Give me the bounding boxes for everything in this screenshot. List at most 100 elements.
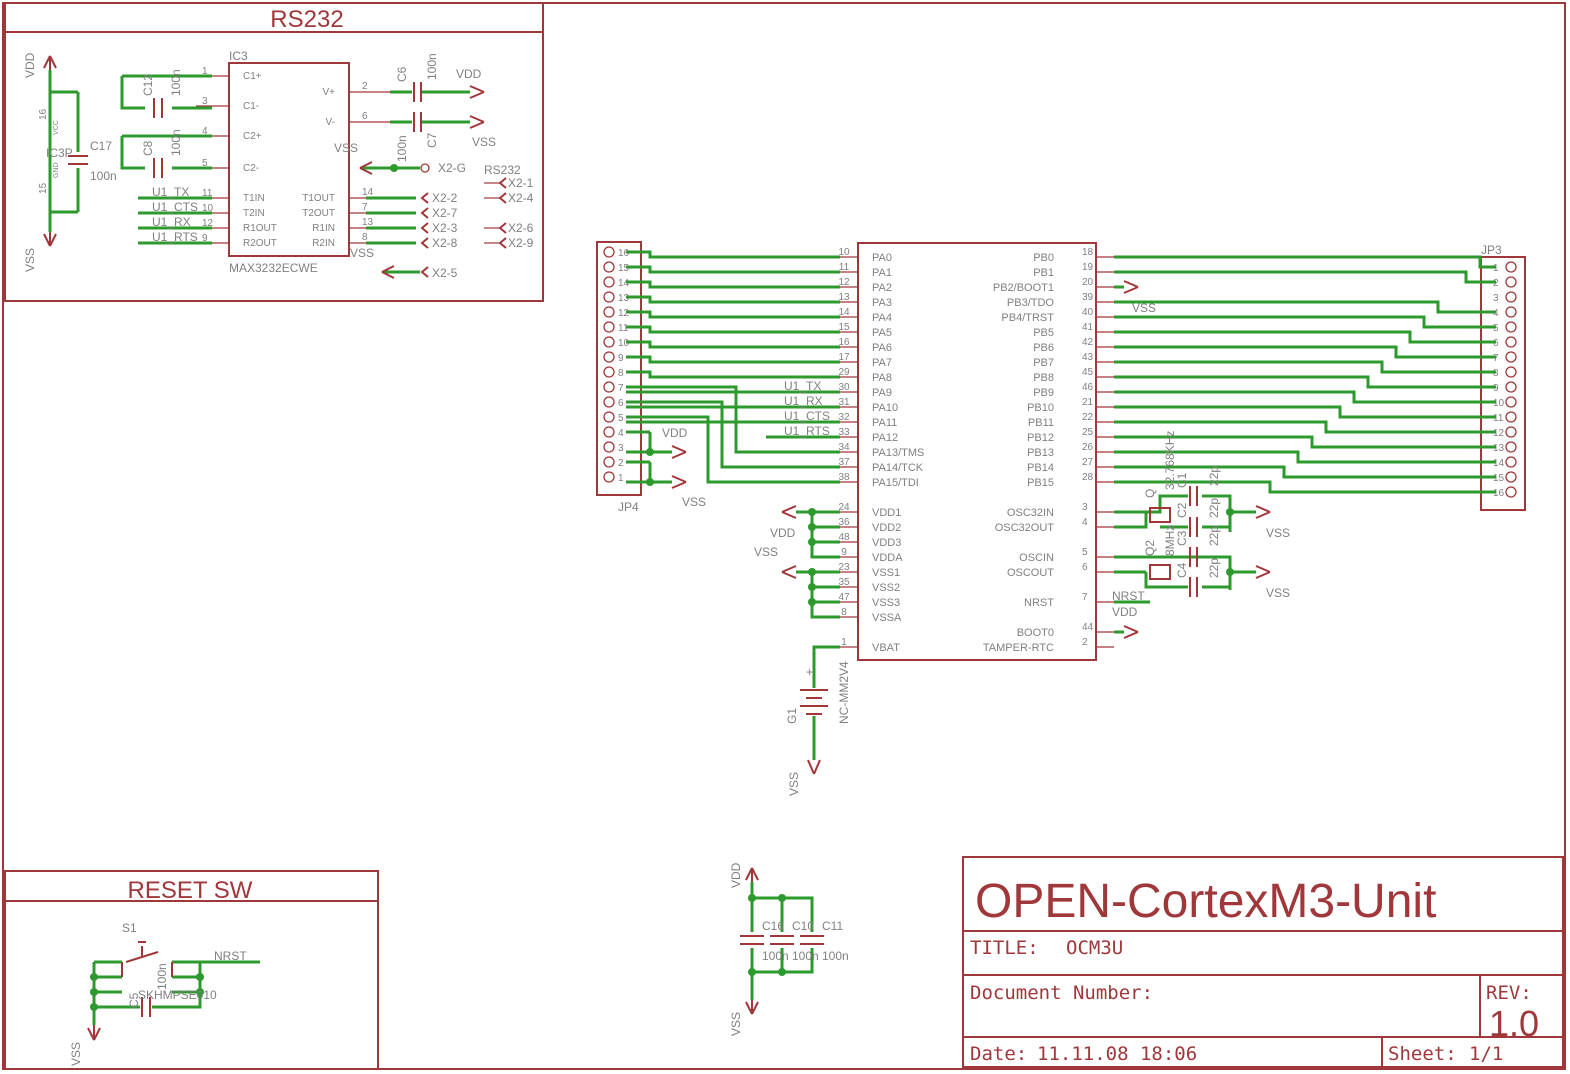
ic3p-ref: IC3P (46, 146, 73, 160)
decoup-vdd-label: VDD (729, 862, 743, 888)
mcu-pin-name: PA12 (872, 432, 898, 444)
mcu-pin-name: VSS3 (872, 597, 900, 609)
jp4-vdd-label: VDD (662, 426, 688, 440)
ic3-vss-label-2: VSS (350, 246, 374, 260)
jp4-pin-number: 7 (618, 383, 624, 394)
rs232-connector-label: RS232 (484, 163, 521, 177)
mcu-pin-name: PA4 (872, 312, 892, 324)
jp4-pin-hole (603, 456, 615, 468)
jp3-pin-hole (1505, 471, 1517, 483)
jp4-pin-hole (603, 321, 615, 333)
x2-pin-marker (498, 237, 507, 249)
mcu-pin-number: 19 (1082, 262, 1094, 273)
decoupling-caps: VDD VSS C16 C10 C11 100n 100n 100n (729, 862, 849, 1036)
s1-ref: S1 (122, 921, 137, 935)
battery-ref: G1 (785, 708, 799, 724)
rs232-section: RS232 (4, 2, 544, 302)
mcu-pin-number: 7 (1082, 592, 1088, 603)
ic3-pin-number: 12 (202, 218, 214, 229)
mcu-nrst-net: NRST (1112, 589, 1145, 603)
jp3-pin-number: 16 (1493, 488, 1505, 499)
jp4-pin-number: 13 (618, 293, 630, 304)
net-pb (1114, 330, 1496, 344)
net-pb (1114, 435, 1496, 449)
net-pa (626, 310, 840, 319)
ic3-pin-number: 4 (202, 126, 208, 137)
title-label: TITLE: (970, 937, 1039, 959)
mcu-pin-number: 36 (838, 517, 850, 528)
net-u1-cts-ic3: U1_CTS (152, 200, 198, 214)
ic3p-vcc-pin: 16 (38, 108, 49, 120)
ic3-pin-number: 6 (362, 111, 368, 122)
nets-jp4-mcu (626, 250, 840, 484)
mcu-pin-name: PA1 (872, 267, 892, 279)
sheet-value: 1/1 (1469, 1043, 1503, 1065)
jp3-pin-hole (1505, 306, 1517, 318)
c1-ref: C1 (1175, 472, 1189, 488)
mcu-pin-name: PA3 (872, 297, 892, 309)
jp4-pin-number: 16 (618, 248, 630, 259)
c16-value: 100n (762, 949, 789, 963)
c17-ref: C17 (90, 139, 112, 153)
mcu-pin-name: OSCIN (1019, 552, 1054, 564)
net-u1-rts-mcu: U1_RTS (784, 424, 830, 438)
x2-connector-extra: X2-1X2-4X2-6X2-9 (484, 176, 534, 250)
jp4-pin-number: 2 (618, 458, 624, 469)
jp3-pin-hole (1505, 351, 1517, 363)
jp4-pin-number: 5 (618, 413, 624, 424)
mcu-pin-number: 35 (838, 577, 850, 588)
jp3-pin-hole (1505, 276, 1517, 288)
net-pb (1114, 315, 1496, 329)
c12-value: 100n (169, 69, 183, 96)
reset-title: RESET SW (128, 877, 253, 904)
ic3p-gnd-pin: 15 (38, 182, 49, 194)
mcu-right-pins: 18PB019PB120PB2/BOOT139PB3/TDO40PB4/TRST… (993, 247, 1114, 489)
mcu-pin-name: PA9 (872, 387, 892, 399)
mcu-pin-number: 5 (1082, 547, 1088, 558)
x2-pin-marker (420, 207, 429, 219)
mcu-pin-number: 48 (838, 532, 850, 543)
c7-ref: C7 (425, 132, 439, 148)
mcu-pin-number: 16 (838, 337, 850, 348)
mcu-pin-name: PB5 (1033, 327, 1054, 339)
mcu-pin-number: 31 (838, 397, 850, 408)
jp4-pin-number: 15 (618, 263, 630, 274)
mcu-pin-name: PB8 (1033, 372, 1054, 384)
mcu-pin-name: OSCOUT (1007, 567, 1054, 579)
mcu-uart-nets: U1_TX U1_RX U1_CTS U1_RTS (766, 379, 840, 439)
mcu-pin-name: PA13/TMS (872, 447, 924, 459)
mcu-pin-number: 42 (1082, 337, 1094, 348)
jp4-pin-number: 3 (618, 443, 624, 454)
net-pb (1114, 450, 1496, 464)
jp4-pin-hole (603, 306, 615, 318)
ic3-vss-label: VSS (334, 141, 358, 155)
mcu-pin-number: 4 (1082, 517, 1088, 528)
mcu-pin-name: OSC32IN (1007, 507, 1054, 519)
mcu-pin-name: PB12 (1027, 432, 1054, 444)
mcu-pin-name: PA6 (872, 342, 892, 354)
mcu-pin-name: PB14 (1027, 462, 1054, 474)
mcu-pin-name: VDD2 (872, 522, 901, 534)
mcu-pin-name: TAMPER-RTC (983, 642, 1054, 654)
mcu-pin-name: PB3/TDO (1007, 297, 1055, 309)
net-pa (626, 295, 840, 304)
mcu-pin-number: 33 (838, 427, 850, 438)
net-u1-tx-ic3: U1_TX (152, 185, 189, 199)
ic3p-gnd: GND (53, 162, 60, 178)
ic3-pin-name: R1IN (312, 223, 335, 234)
jp4-pin-number: 11 (618, 323, 629, 334)
ic3-pin-name: C1- (243, 101, 259, 112)
mcu-pin-name: PA0 (872, 252, 892, 264)
c1-value: 22p (1207, 466, 1221, 486)
mcu-pin-name: PA8 (872, 372, 892, 384)
c4-value: 22p (1207, 558, 1221, 578)
c8-value: 100n (169, 129, 183, 156)
rev-label: REV: (1486, 982, 1532, 1004)
battery-plus: + (806, 665, 813, 679)
net-pb (1114, 375, 1496, 389)
mcu-misc-pins: 3OSC32IN4OSC32OUT5OSCIN6OSCOUT7NRST44BOO… (983, 502, 1114, 654)
